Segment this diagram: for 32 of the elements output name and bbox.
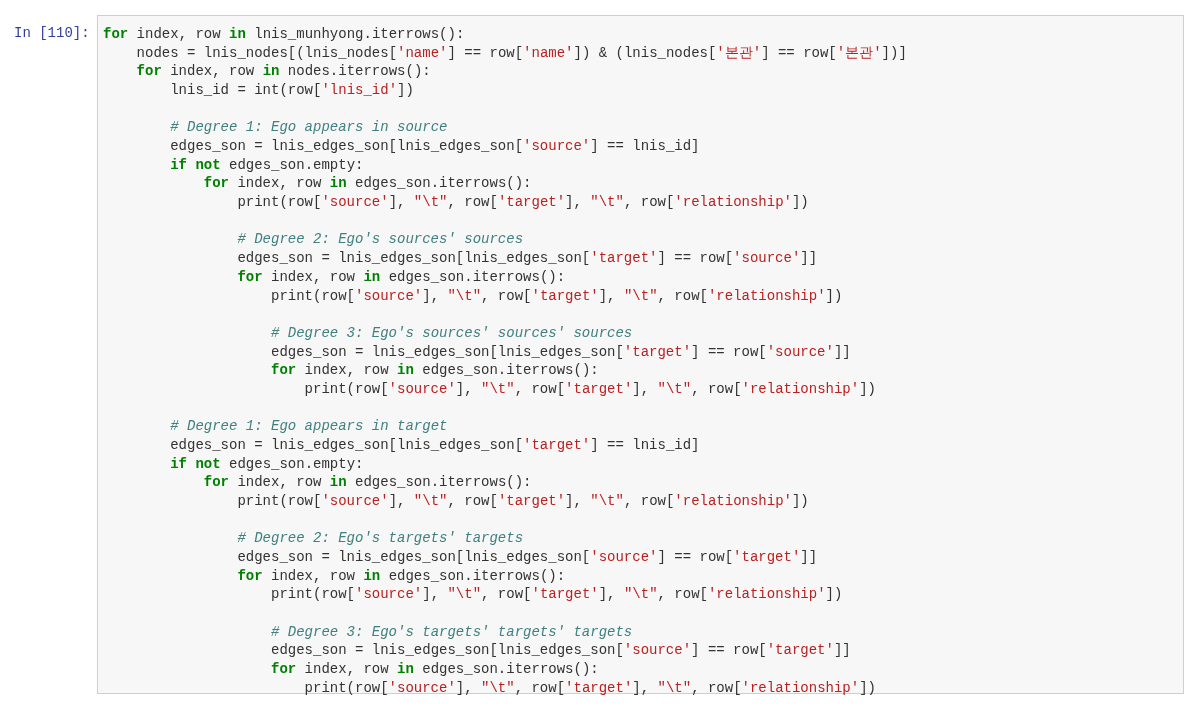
code-line: edges_son = lnis_edges_son[lnis_edges_son['target'] == row['source']] bbox=[271, 342, 851, 361]
code-line: print(row['source'], "\t", row['target'], "\t", row['relationship']) bbox=[271, 286, 843, 305]
code-line: nodes = lnis_nodes[(lnis_nodes['name'] == row['name']) & (lnis_nodes['본관'] == row['본관'])] bbox=[136, 43, 907, 62]
code-line: for index, row in edges_son.iterrows(): bbox=[203, 174, 532, 193]
code-comment: # Degree 2: Ego's sources' sources bbox=[237, 230, 524, 249]
code-comment: # Degree 3: Ego's targets' targets' targets bbox=[271, 622, 633, 641]
code-cell bbox=[97, 15, 1184, 694]
code-line: print(row['source'], "\t", row['target'], "\t", row['relationship']) bbox=[304, 678, 876, 697]
code-line: if not edges_son.empty: bbox=[170, 454, 364, 473]
code-line: if not edges_son.empty: bbox=[170, 155, 364, 174]
code-line: for index, row in edges_son.iterrows(): bbox=[203, 473, 532, 492]
code-line: print(row['source'], "\t", row['target'], "\t", row['relationship']) bbox=[271, 585, 843, 604]
code-comment: # Degree 2: Ego's targets' targets bbox=[237, 529, 524, 548]
code-line: for index, row in edges_son.iterrows(): bbox=[271, 361, 599, 380]
code-line: for index, row in edges_son.iterrows(): bbox=[271, 660, 599, 679]
code-line: edges_son = lnis_edges_son[lnis_edges_son['source'] == row['target']] bbox=[271, 641, 851, 660]
code-line: lnis_id = int(row['lnis_id']) bbox=[170, 81, 414, 100]
code-line: print(row['source'], "\t", row['target'], "\t", row['relationship']) bbox=[237, 193, 809, 212]
code-comment: # Degree 3: Ego's sources' sources' sources bbox=[271, 323, 633, 342]
code-line: edges_son = lnis_edges_son[lnis_edges_son['target'] == lnis_id] bbox=[170, 435, 700, 454]
code-line: print(row['source'], "\t", row['target'], "\t", row['relationship']) bbox=[304, 379, 876, 398]
cell-prompt: In [110]: bbox=[14, 24, 90, 42]
code-line: for index, row in edges_son.iterrows(): bbox=[237, 267, 566, 286]
code-line: print(row['source'], "\t", row['target'], "\t", row['relationship']) bbox=[237, 492, 809, 510]
code-line: for index, row in lnis_munhyong.iterrows(): bbox=[103, 25, 465, 43]
code-comment: # Degree 1: Ego appears in target bbox=[170, 417, 448, 436]
code-line: for index, row in edges_son.iterrows(): bbox=[237, 566, 566, 585]
code-comment: # Degree 1: Ego appears in source bbox=[170, 118, 448, 137]
code-line: edges_son = lnis_edges_son[lnis_edges_son['target'] == row['source']] bbox=[237, 249, 818, 268]
code-line: for index, row in nodes.iterrows(): bbox=[136, 62, 431, 81]
code-line: edges_son = lnis_edges_son[lnis_edges_son['source'] == row['target']] bbox=[237, 548, 818, 567]
code-line: edges_son = lnis_edges_son[lnis_edges_son['source'] == lnis_id] bbox=[170, 137, 700, 156]
